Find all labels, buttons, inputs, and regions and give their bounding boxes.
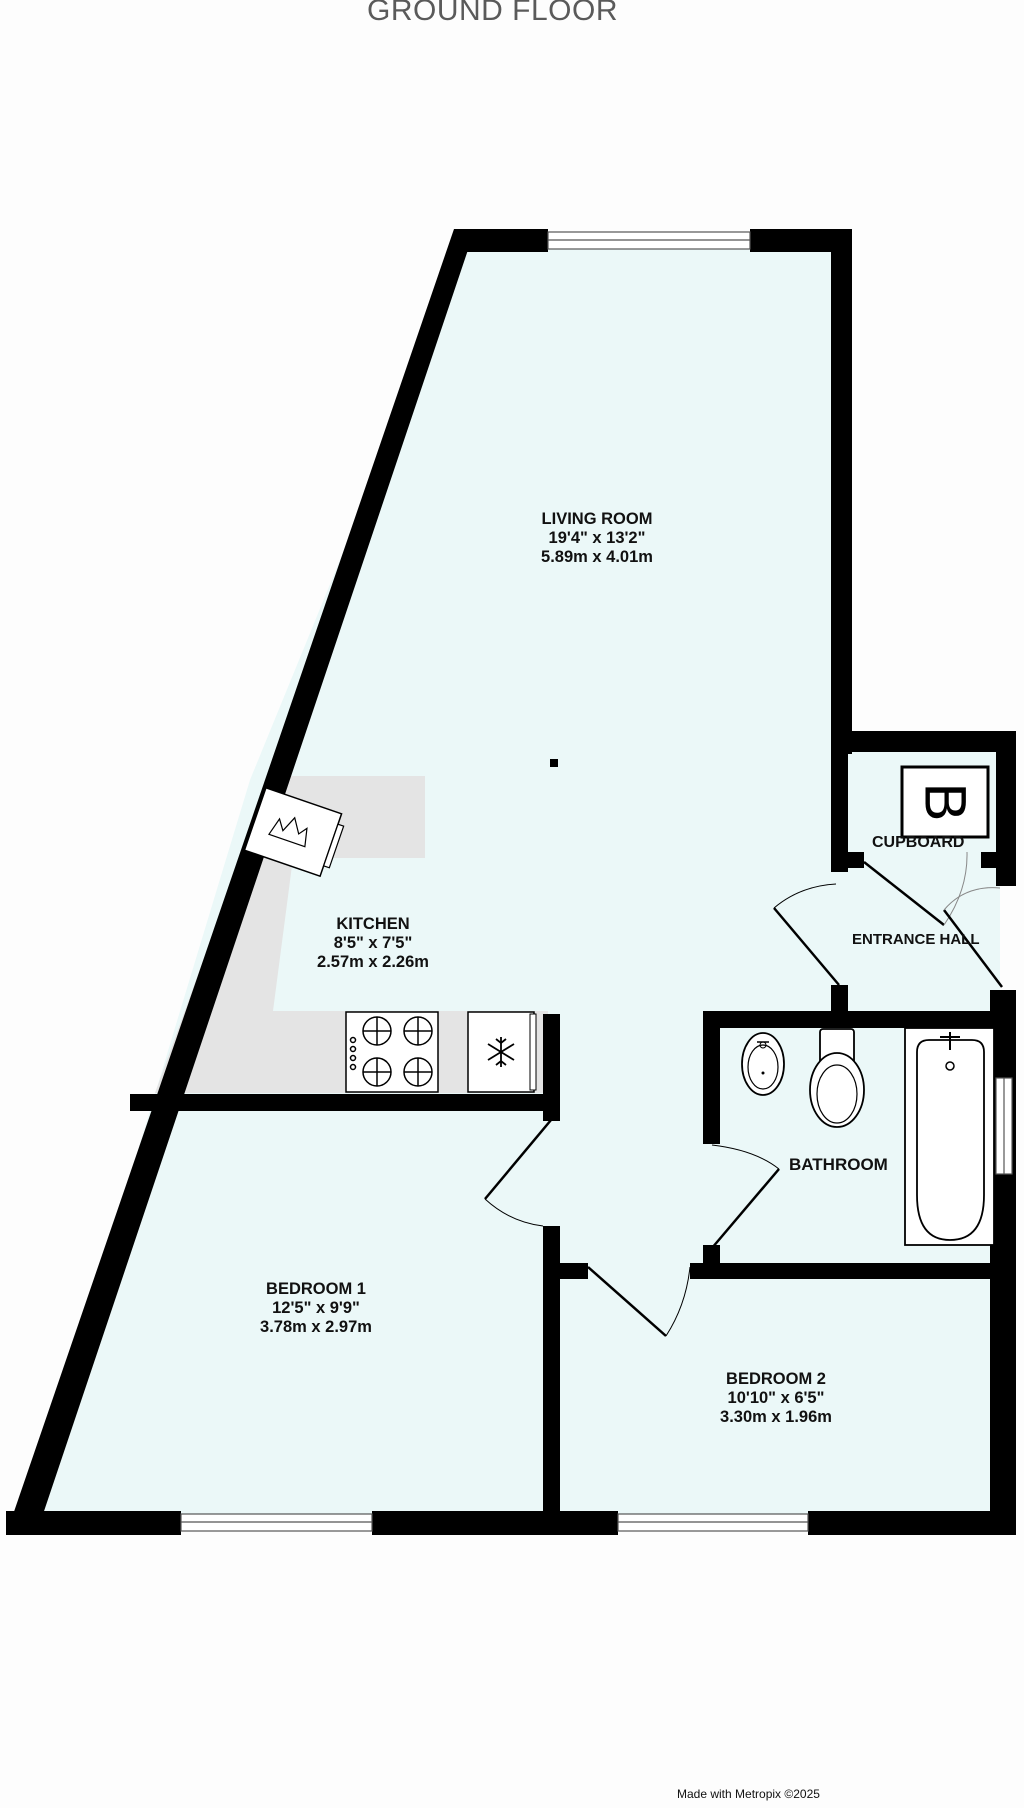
door-entrance-swing [943, 887, 1001, 911]
bath-icon [904, 1027, 995, 1246]
room-name: LIVING ROOM [541, 510, 653, 528]
room-metric: 5.89m x 4.01m [541, 548, 653, 566]
floor-title: GROUND FLOOR [366, 0, 618, 27]
room-label-kitchen: KITCHEN 8'5" x 7'5" 2.57m x 2.26m [317, 915, 429, 972]
room-metric: 2.57m x 2.26m [317, 953, 429, 971]
room-label-entrance-hall: ENTRANCE HALL [852, 931, 980, 948]
kitchen-bedroom-wall [130, 1094, 560, 1111]
north-wall-left [460, 229, 548, 252]
column-marker [550, 759, 558, 767]
door-bedroom-1-swing [484, 1198, 544, 1227]
hob-icon [345, 1011, 439, 1093]
room-label-cupboard: CUPBOARD [872, 834, 965, 851]
door-bedroom-1 [484, 1119, 552, 1200]
room-name: BEDROOM 2 [726, 1370, 826, 1388]
boiler-icon: B [900, 765, 990, 839]
room-imperial: 19'4" x 13'2" [548, 529, 646, 547]
bathroom-west-wall-lower [703, 1245, 720, 1273]
bathroom-west-wall-upper [703, 1011, 720, 1144]
bedroom-2-north-wall-b [690, 1263, 996, 1279]
room-imperial: 8'5" x 7'5" [333, 934, 413, 952]
interior-walls [130, 752, 998, 1520]
doors [484, 851, 1003, 1337]
south-wall-b [372, 1511, 618, 1535]
south-wall-c [808, 1511, 1016, 1535]
living-east-wall [831, 229, 852, 754]
toilet-icon [809, 1028, 865, 1128]
floor-fill [26, 244, 1000, 1520]
door-hall [773, 907, 840, 986]
room-label-bedroom-2: BEDROOM 2 10'10" x 6'5" 3.30m x 1.96m [720, 1370, 832, 1427]
door-bathroom-swing [711, 1144, 780, 1170]
room-imperial: 12'5" x 9'9" [272, 1299, 360, 1317]
door-bedroom-2-swing [665, 1266, 691, 1337]
bedroom-2-north-wall-a [557, 1263, 588, 1279]
bedroom-divider-upper [543, 1226, 560, 1266]
room-label-bathroom: BATHROOM [789, 1155, 888, 1174]
hall-west-wall-upper [831, 752, 848, 872]
windows [180, 231, 1013, 1532]
west-wall [6, 229, 475, 1535]
door-bedroom-2 [587, 1266, 667, 1337]
boiler-letter: B [913, 783, 978, 822]
hall-west-wall-lower [831, 985, 848, 1015]
basin-icon [741, 1032, 785, 1096]
door-cupboard [863, 861, 945, 926]
room-metric: 3.30m x 1.96m [720, 1408, 832, 1426]
room-imperial: 10'10" x 6'5" [727, 1389, 825, 1407]
room-label-living-room: LIVING ROOM 19'4" x 13'2" 5.89m x 4.01m [541, 510, 653, 567]
door-hall-swing [773, 883, 837, 909]
room-metric: 3.78m x 2.97m [260, 1318, 372, 1336]
cupboard-south-wall-b [981, 852, 998, 868]
east-wall-upper [996, 731, 1016, 886]
cupboard-north-wall [831, 731, 1016, 752]
sink-icon [243, 786, 345, 878]
fridge-freezer-icon [467, 1011, 537, 1093]
door-cupboard-swing [943, 851, 968, 926]
door-bathroom [711, 1168, 780, 1249]
room-name: BEDROOM 1 [266, 1280, 366, 1298]
bathroom-north-wall [703, 1011, 996, 1028]
room-name: KITCHEN [336, 915, 410, 933]
door-entrance [943, 909, 1003, 988]
kitchen-end-wall [543, 1014, 560, 1121]
credit-text: Made with Metropix ©2025 [677, 1787, 820, 1801]
room-label-bedroom-1: BEDROOM 1 12'5" x 9'9" 3.78m x 2.97m [260, 1280, 372, 1337]
north-wall-right [750, 229, 852, 252]
south-wall-a [6, 1511, 181, 1535]
cupboard-south-wall-a [848, 852, 864, 868]
bedroom-divider [543, 1263, 560, 1520]
